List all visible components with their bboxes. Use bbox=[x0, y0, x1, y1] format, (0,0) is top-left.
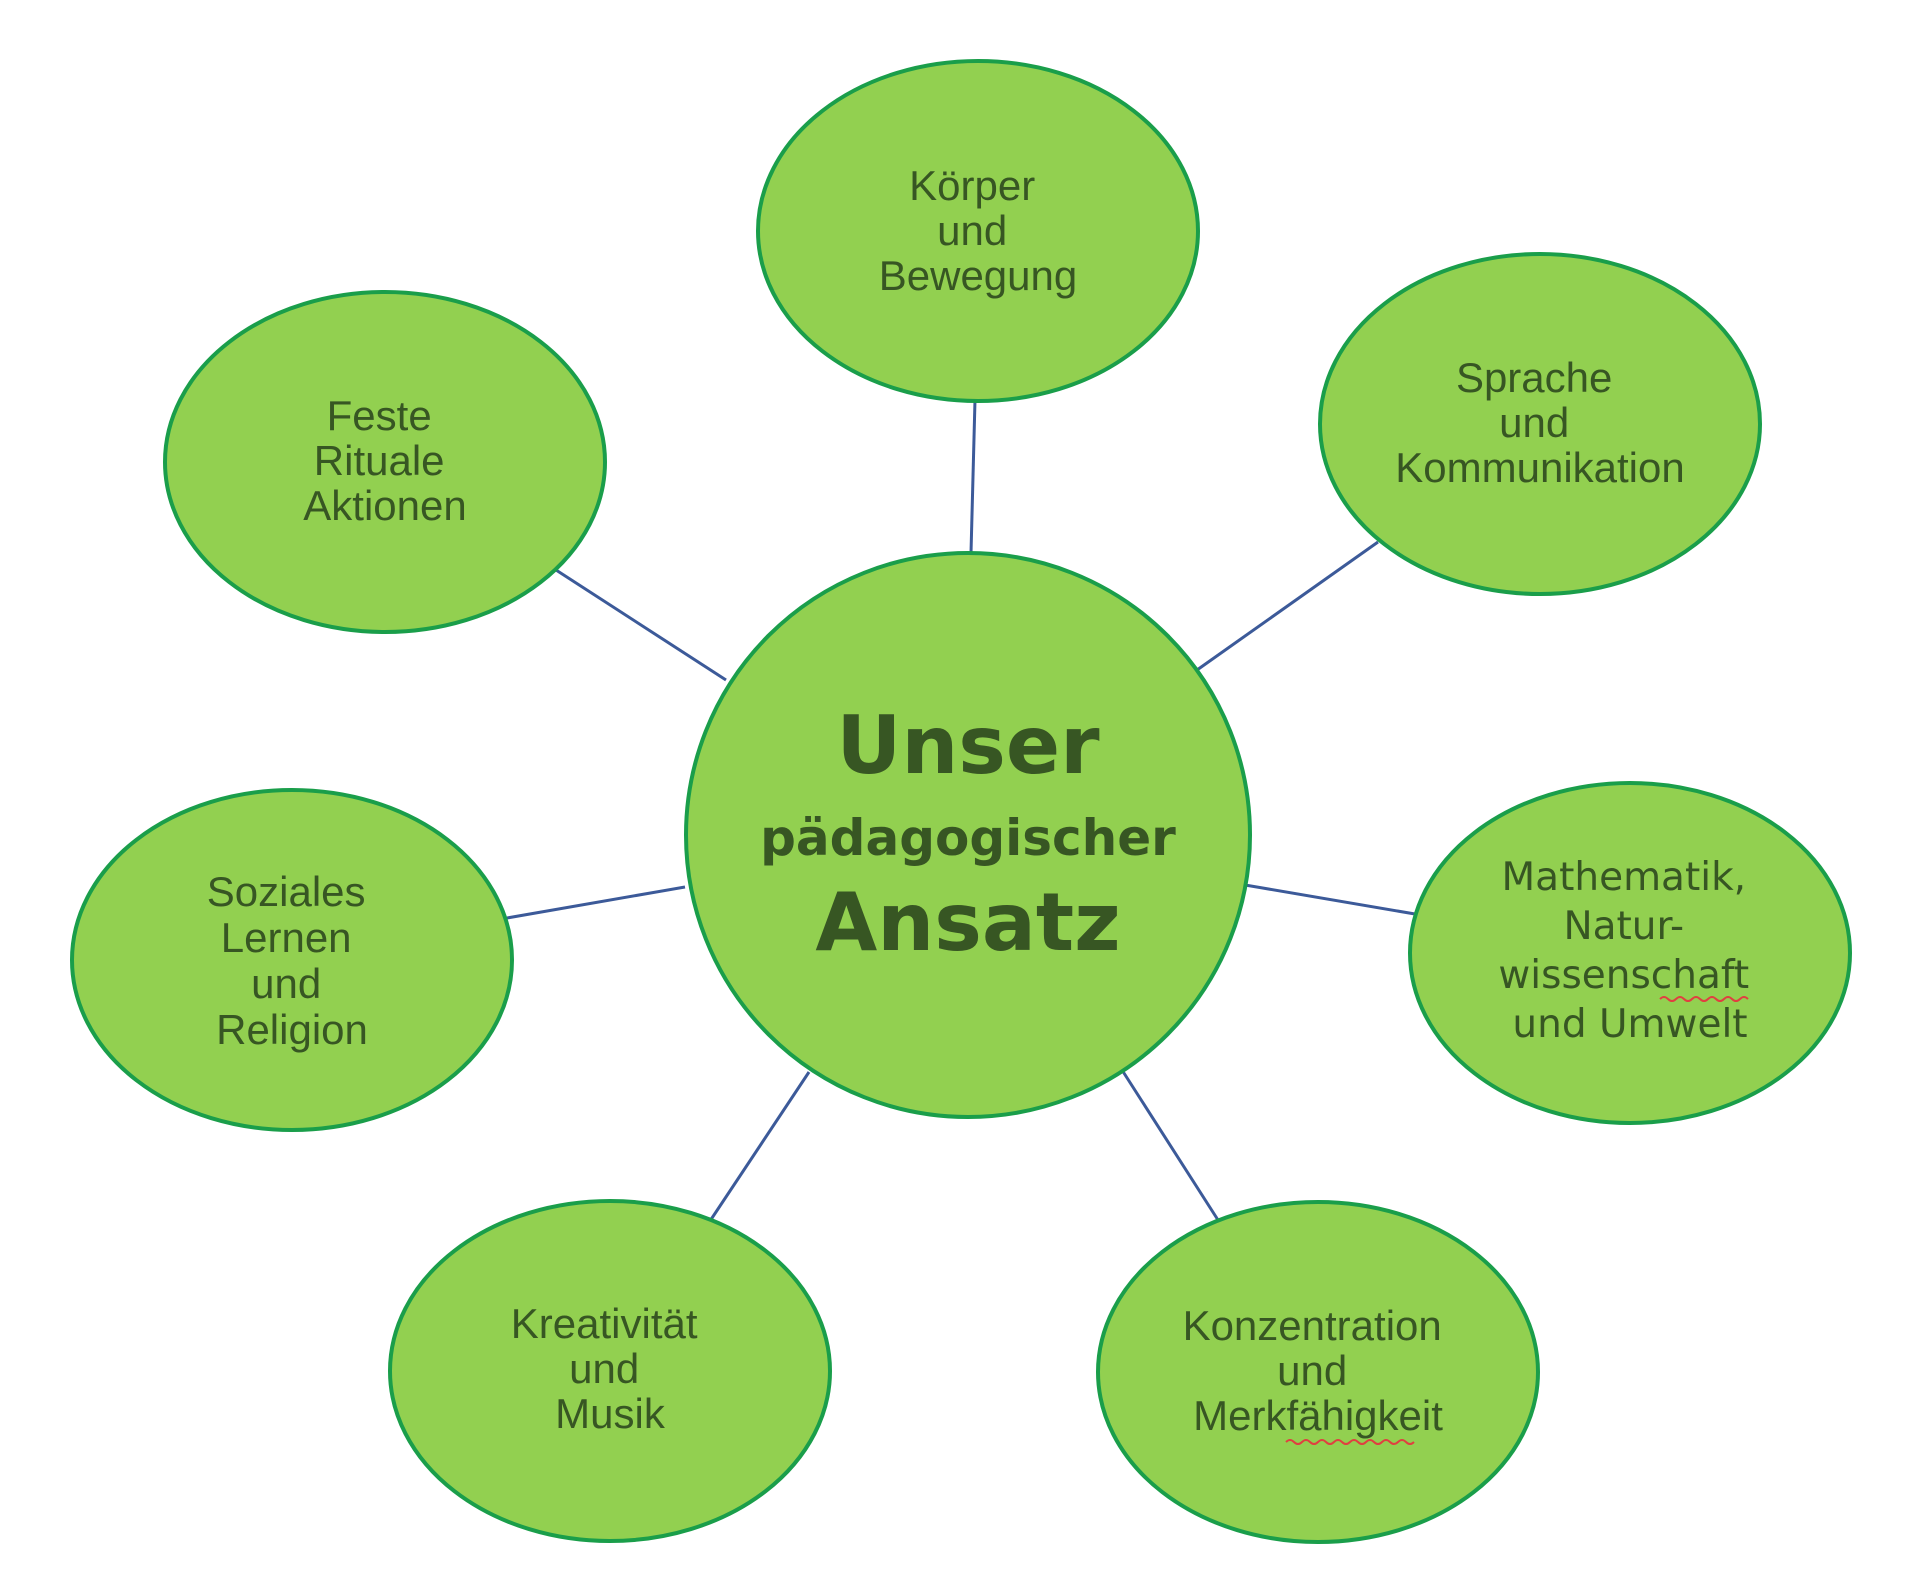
connectors bbox=[506, 399, 1416, 1222]
node-kreativitaet-line: Kreativität bbox=[511, 1300, 698, 1347]
node-koerper-shape bbox=[756, 59, 1200, 403]
node-feste-text: Feste Rituale Aktionen bbox=[303, 392, 466, 529]
node-soziales-text: Soziales Lernen und Religion bbox=[207, 868, 377, 1053]
node-konzentration-line: Konzentration bbox=[1183, 1302, 1442, 1349]
node-feste-line: Aktionen bbox=[303, 482, 466, 529]
node-konzentration-shape bbox=[1096, 1200, 1540, 1544]
node-konzentration-line: Merkfähigkeit bbox=[1193, 1392, 1443, 1439]
node-mathematik-text: Mathematik, Natur- wissenschaft und Umwe… bbox=[1498, 855, 1761, 1047]
center-title-line1: Unser bbox=[836, 699, 1100, 792]
node-konzentration-text: Konzentration und Merkfähigkeit bbox=[1183, 1302, 1454, 1439]
center-node-shape bbox=[684, 551, 1252, 1119]
node-koerper-line: Bewegung bbox=[879, 252, 1078, 299]
node-feste-line: Rituale bbox=[314, 437, 445, 484]
connector-kreativitaet bbox=[708, 1071, 811, 1222]
node-konzentration-merkfaehigkeit: Konzentration und Merkfähigkeit bbox=[1096, 1200, 1540, 1544]
connector-konzentration bbox=[1120, 1069, 1220, 1221]
node-mathematik-natur-umwelt: Mathematik, Natur- wissenschaft und Umwe… bbox=[1408, 781, 1852, 1125]
node-koerper-text: Körper und Bewegung bbox=[879, 162, 1078, 299]
spellcheck-underline bbox=[1659, 996, 1749, 1002]
node-mathematik-line: wissenschaft bbox=[1498, 953, 1749, 998]
center-node: Unser pädagogischer Ansatz bbox=[684, 551, 1252, 1119]
node-koerper-line: Körper bbox=[909, 162, 1035, 209]
node-sprache-shape bbox=[1318, 252, 1762, 596]
node-sprache-line: Sprache bbox=[1456, 354, 1612, 401]
node-feste-line: Feste bbox=[327, 392, 432, 439]
connector-feste bbox=[555, 568, 727, 682]
node-koerper-bewegung: Körper und Bewegung bbox=[756, 59, 1200, 403]
node-sprache-text: Sprache und Kommunikation bbox=[1395, 354, 1684, 491]
connector-soziales bbox=[506, 885, 686, 920]
node-soziales-line: Lernen bbox=[221, 914, 352, 961]
spellcheck-underline bbox=[1285, 1439, 1415, 1445]
node-feste-shape bbox=[163, 290, 607, 634]
node-mathematik-shape bbox=[1408, 781, 1852, 1125]
node-soziales-shape bbox=[70, 788, 514, 1132]
node-mathematik-line: Natur- bbox=[1563, 904, 1684, 949]
node-feste-rituale-aktionen: Feste Rituale Aktionen bbox=[163, 290, 607, 634]
node-mathematik-line: und Umwelt bbox=[1512, 1002, 1747, 1047]
node-sprache-line: Kommunikation bbox=[1395, 444, 1684, 491]
connector-sprache bbox=[1196, 540, 1379, 672]
center-title-line3: Ansatz bbox=[815, 876, 1120, 969]
connector-mathematik bbox=[1244, 883, 1416, 916]
node-sprache-line: und bbox=[1499, 399, 1569, 446]
node-kreativitaet-line: und bbox=[569, 1345, 639, 1392]
connector-koerper bbox=[969, 399, 977, 554]
node-kreativitaet-text: Kreativität und Musik bbox=[511, 1300, 709, 1437]
node-koerper-line: und bbox=[937, 207, 1007, 254]
node-soziales-line: Religion bbox=[216, 1006, 368, 1053]
node-soziales-line: und bbox=[251, 960, 321, 1007]
node-sprache-kommunikation: Sprache und Kommunikation bbox=[1318, 252, 1762, 596]
node-konzentration-line: und bbox=[1277, 1347, 1347, 1394]
node-kreativitaet-musik: Kreativität und Musik bbox=[388, 1199, 832, 1543]
node-kreativitaet-shape bbox=[388, 1199, 832, 1543]
node-soziales-line: Soziales bbox=[207, 868, 366, 915]
node-mathematik-line: Mathematik, bbox=[1502, 855, 1747, 900]
node-kreativitaet-line: Musik bbox=[555, 1390, 666, 1437]
center-title-line2: pädagogischer bbox=[760, 809, 1176, 867]
node-soziales-lernen-religion: Soziales Lernen und Religion bbox=[70, 788, 514, 1132]
